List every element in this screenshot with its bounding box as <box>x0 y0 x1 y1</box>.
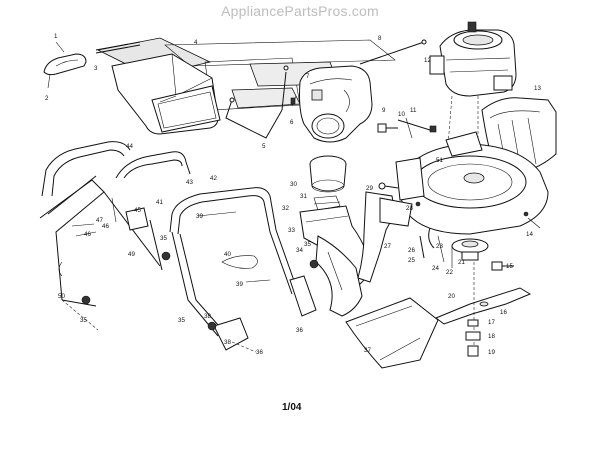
callout-labels: 1 2 3 4 5 6 7 8 9 10 11 12 13 14 15 16 1… <box>45 33 541 356</box>
part-7-chute-housing <box>299 65 373 143</box>
part-37-deflector <box>345 297 439 369</box>
watermark: AppliancePartsPros.com <box>221 3 379 19</box>
callout-35d: 35 <box>80 317 87 324</box>
part-27-28-side-chute <box>357 191 413 283</box>
callout-2: 2 <box>45 95 49 102</box>
callout-26: 26 <box>408 247 415 254</box>
callout-46b: 46 <box>102 223 109 230</box>
callout-14: 14 <box>526 231 533 238</box>
callout-42: 42 <box>210 175 217 182</box>
callout-8: 8 <box>378 35 382 42</box>
callout-29: 29 <box>366 185 373 192</box>
callout-28: 28 <box>406 205 413 212</box>
callout-36b: 36 <box>256 349 263 356</box>
callout-39b: 39 <box>236 281 243 288</box>
callout-12: 12 <box>424 57 431 64</box>
callout-41: 41 <box>156 199 163 206</box>
callout-25: 25 <box>408 257 415 264</box>
callout-40: 40 <box>224 251 231 258</box>
callout-5: 5 <box>262 143 266 150</box>
callout-4: 4 <box>194 39 198 46</box>
part-9-11-bolts <box>377 117 437 139</box>
callout-35c: 35 <box>178 317 185 324</box>
callout-43: 43 <box>186 179 193 186</box>
callout-24: 24 <box>432 265 439 272</box>
part-30-31-mulch-plug <box>309 155 347 211</box>
callout-38: 38 <box>204 313 211 320</box>
callout-51: 51 <box>436 157 443 164</box>
callout-37: 37 <box>364 347 371 354</box>
callout-19: 19 <box>488 349 495 356</box>
callout-34: 34 <box>296 247 303 254</box>
callout-11: 11 <box>410 107 417 114</box>
callout-18: 18 <box>488 333 495 340</box>
callout-44: 44 <box>126 143 133 150</box>
footer-code: 1/04 <box>282 402 302 413</box>
part-3-rod <box>95 41 141 54</box>
callout-49: 49 <box>128 251 135 258</box>
part-8-rod <box>359 39 427 65</box>
callout-47: 47 <box>96 217 103 224</box>
callout-35b: 35 <box>160 235 167 242</box>
part-12-engine <box>429 21 517 196</box>
callout-22: 22 <box>446 269 453 276</box>
part-43-44-upper-handle <box>41 141 191 197</box>
part-29-bolt <box>378 182 399 190</box>
callout-36: 36 <box>296 327 303 334</box>
callout-7: 7 <box>306 73 310 80</box>
callout-30: 30 <box>290 181 297 188</box>
callout-6: 6 <box>290 119 294 126</box>
callout-15: 15 <box>506 263 513 270</box>
callout-20: 20 <box>448 293 455 300</box>
part-1-bag-clip <box>43 41 87 89</box>
callout-45: 45 <box>134 207 141 214</box>
part-42-lower-handle <box>169 187 319 353</box>
callout-23: 23 <box>436 243 443 250</box>
part-5-wire-frame <box>225 65 297 139</box>
callout-27: 27 <box>384 243 391 250</box>
callout-33: 33 <box>288 227 295 234</box>
callout-31: 31 <box>300 193 307 200</box>
part-4-grass-bag <box>111 53 221 135</box>
left-handle-assembly <box>39 175 171 331</box>
callout-46: 46 <box>84 231 91 238</box>
callout-9: 9 <box>382 107 386 114</box>
callout-3: 3 <box>94 65 98 72</box>
part-51-mower-deck <box>395 131 549 235</box>
part-14-15-bolts <box>491 217 541 271</box>
callout-16: 16 <box>500 309 507 316</box>
callout-17: 17 <box>488 319 495 326</box>
callout-10: 10 <box>398 111 405 118</box>
callout-50: 50 <box>58 293 65 300</box>
callout-21: 21 <box>458 259 465 266</box>
callout-35: 35 <box>304 241 311 248</box>
callout-39: 39 <box>196 213 203 220</box>
part-21-26-blade-adapter <box>419 227 489 268</box>
part-17-19-hardware <box>465 319 481 357</box>
callout-38b: 38 <box>224 339 231 346</box>
callout-32: 32 <box>282 205 289 212</box>
callout-13: 13 <box>534 85 541 92</box>
callout-1: 1 <box>54 33 58 40</box>
